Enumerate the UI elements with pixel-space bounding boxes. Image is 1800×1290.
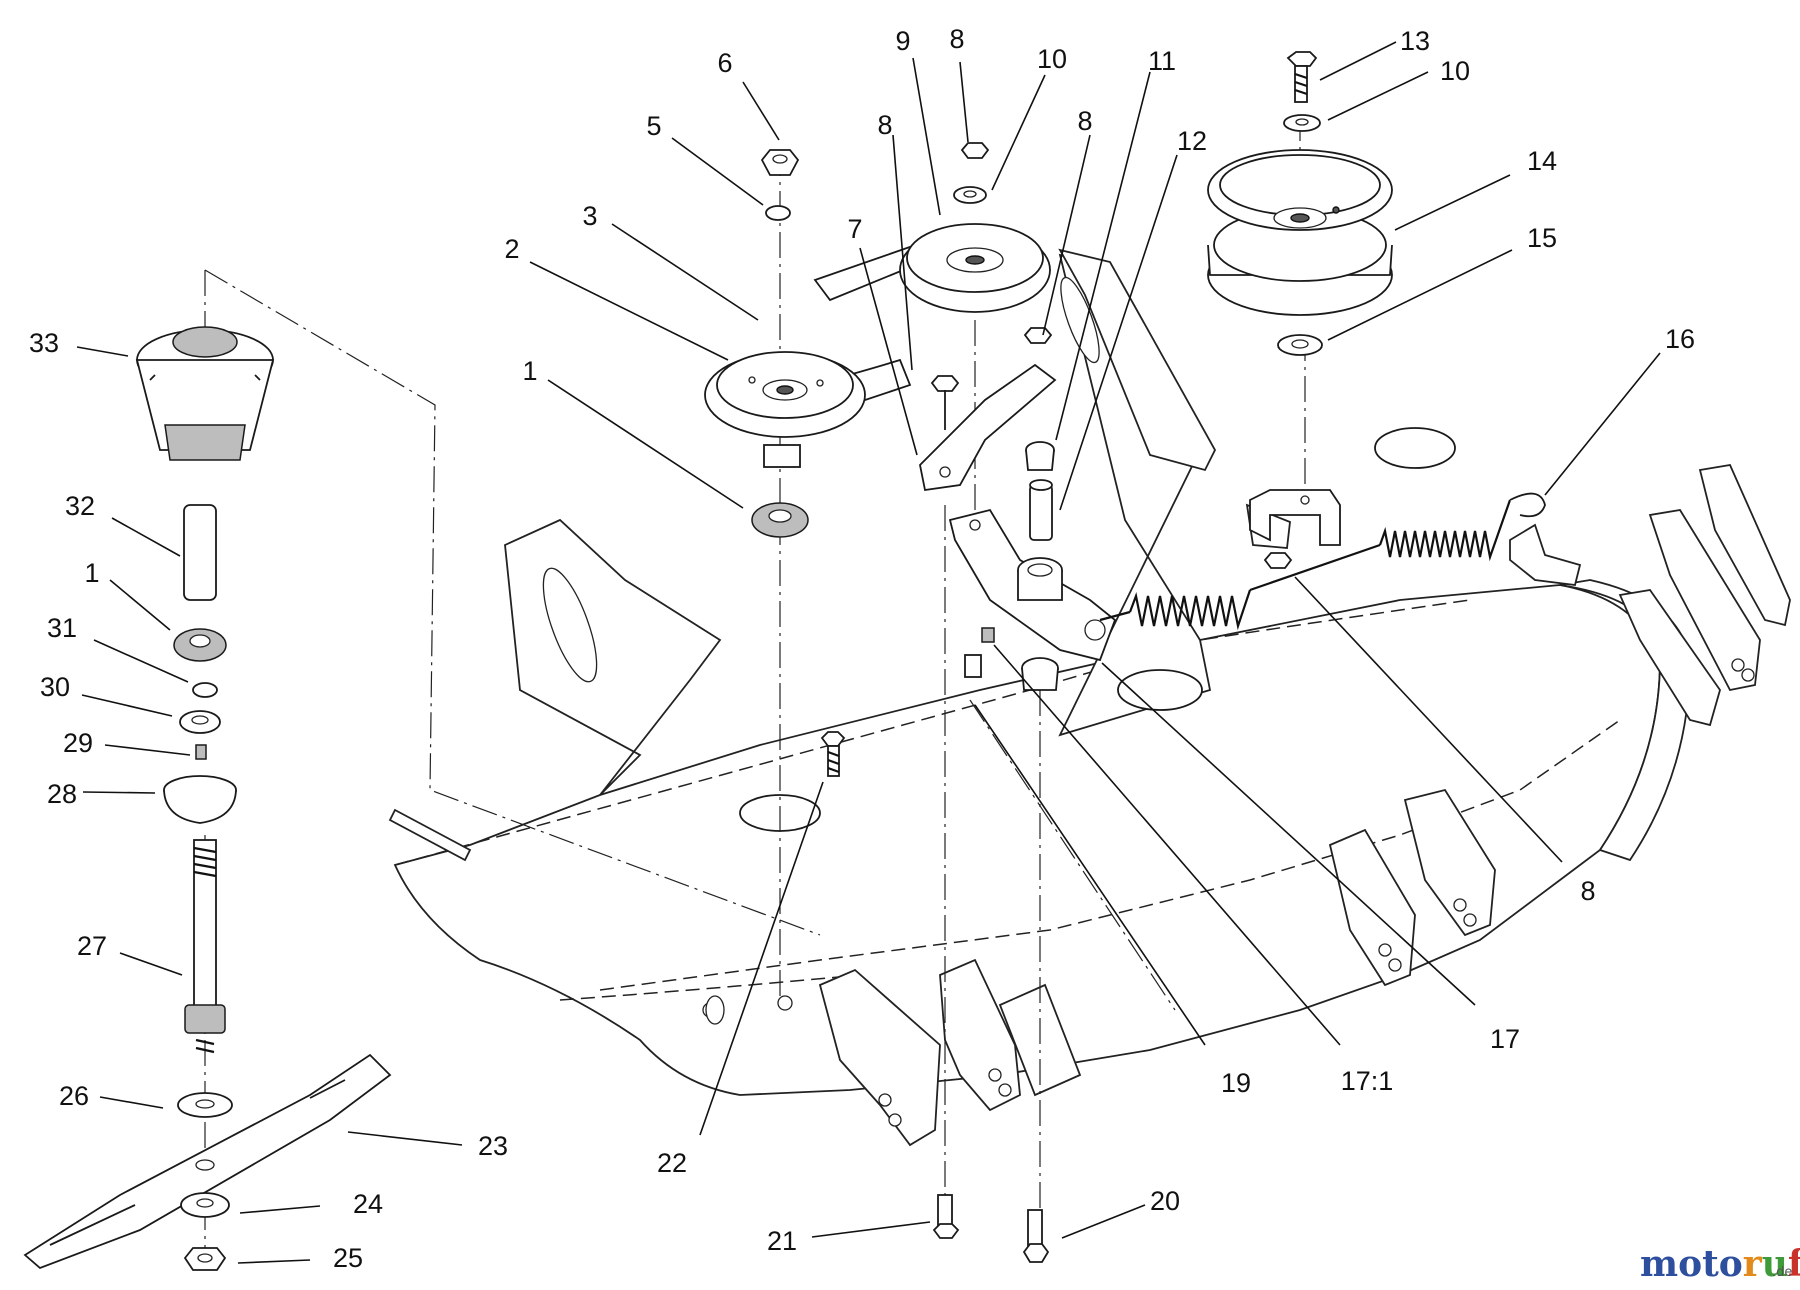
callout-9: 9 (895, 26, 910, 56)
watermark-part-4: f (1788, 1243, 1800, 1285)
bolts (820, 731, 1050, 1263)
callout-24: 24 (353, 1189, 383, 1219)
callout-16: 16 (1665, 324, 1695, 354)
watermark-logo: motoruf .de (1640, 1243, 1800, 1285)
pulley-large (1207, 51, 1393, 356)
tension-spring (1099, 489, 1582, 631)
idler-pulley-left (704, 149, 942, 538)
callout-1: 1 (522, 356, 537, 386)
callout-22: 22 (657, 1148, 687, 1178)
callout-32: 32 (65, 491, 95, 521)
callout-14: 14 (1527, 146, 1557, 176)
idler-arm (948, 508, 1117, 691)
callout-21: 21 (767, 1226, 797, 1256)
watermark-part-0: mo (1640, 1243, 1702, 1285)
callout-8: 8 (949, 24, 964, 54)
callout-8: 8 (1580, 876, 1595, 906)
callout-33: 33 (29, 328, 59, 358)
callout-2: 2 (504, 234, 519, 264)
callout-6: 6 (717, 48, 732, 78)
callout-8: 8 (1077, 106, 1092, 136)
callout-30: 30 (40, 672, 70, 702)
callout-1: 1 (84, 558, 99, 588)
callout-8: 8 (877, 110, 892, 140)
callout-31: 31 (47, 613, 77, 643)
callout-13: 13 (1400, 26, 1430, 56)
callout-7: 7 (847, 214, 862, 244)
spindle-stack (23, 326, 392, 1271)
mower-deck (388, 248, 1791, 1147)
callout-20: 20 (1150, 1186, 1180, 1216)
callout-5: 5 (646, 111, 661, 141)
callout-10: 10 (1440, 56, 1470, 86)
watermark-part-1: to (1702, 1243, 1743, 1285)
callout-3: 3 (582, 201, 597, 231)
callout-28: 28 (47, 779, 77, 809)
watermark-part-3: u (1762, 1243, 1788, 1285)
callout-17: 17 (1490, 1024, 1520, 1054)
callout-25: 25 (333, 1243, 363, 1273)
callout-10: 10 (1037, 44, 1067, 74)
callout-27: 27 (77, 931, 107, 961)
callout-15: 15 (1527, 223, 1557, 253)
callout-19: 19 (1221, 1068, 1251, 1098)
callout-26: 26 (59, 1081, 89, 1111)
watermark-part-2: r (1743, 1243, 1763, 1285)
idler-pulley-center (899, 142, 1057, 541)
callout-23: 23 (478, 1131, 508, 1161)
leader-lines (76, 41, 1661, 1264)
callout-29: 29 (63, 728, 93, 758)
svg-text:motoruf: motoruf (1640, 1243, 1800, 1285)
callout-labels: 1 2 3 5 6 7 8 9 8 10 8 11 12 13 10 14 15… (29, 24, 1695, 1273)
callout-11: 11 (1148, 46, 1176, 76)
callout-17-1: 17:1 (1341, 1066, 1394, 1096)
callout-12: 12 (1177, 126, 1207, 156)
watermark-suffix: .de (1772, 1265, 1792, 1280)
